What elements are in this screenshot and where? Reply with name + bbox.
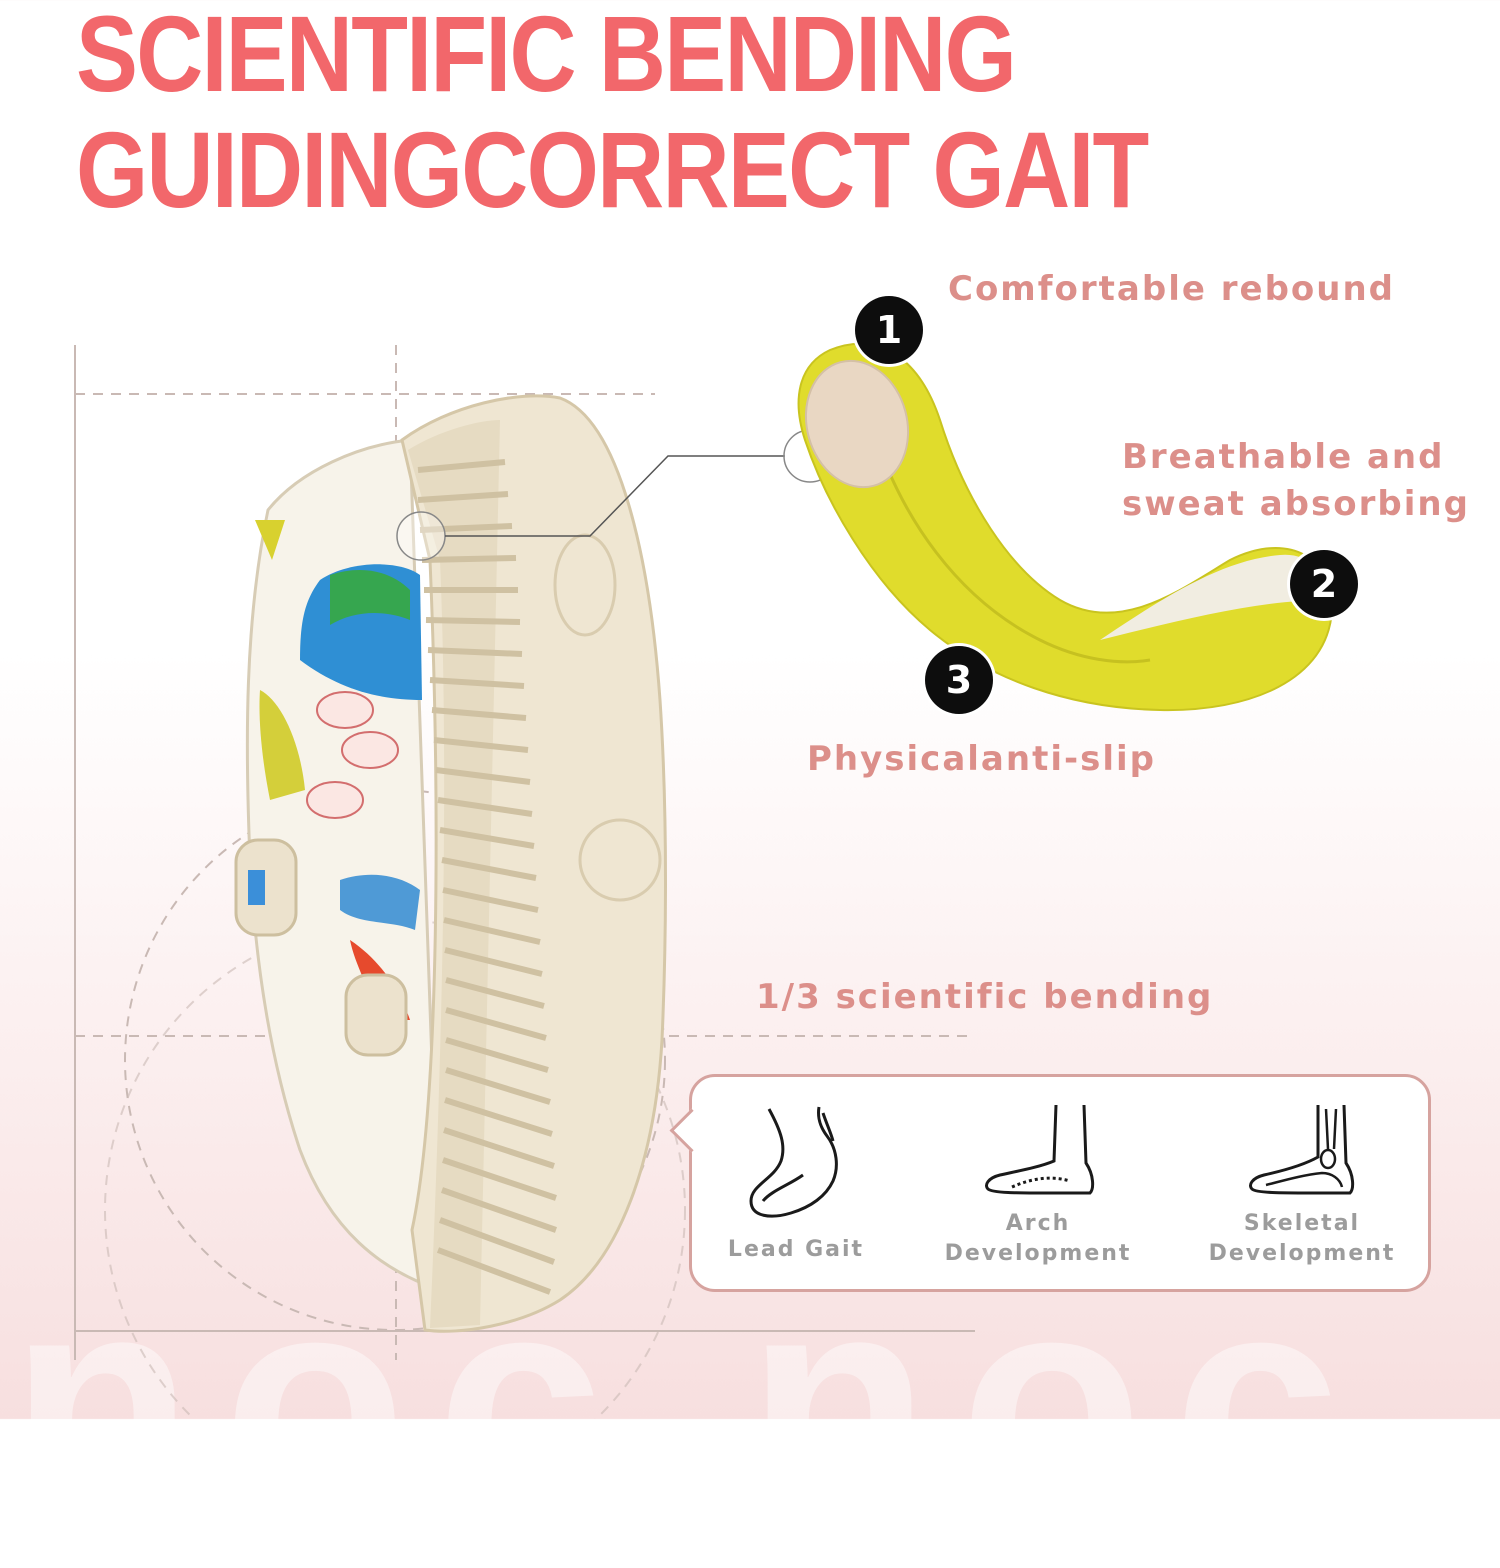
insole-illustration bbox=[797, 342, 1334, 712]
feature-label-rebound: Comfortable rebound bbox=[948, 269, 1396, 309]
headline-line-1: SCIENTIFIC BENDING bbox=[76, 0, 1017, 114]
benefit-skeletal-development: Skeletal Development bbox=[1182, 1101, 1422, 1269]
feature-label-breathable: Breathable and sweat absorbing bbox=[1122, 437, 1470, 524]
headline-line-2: GUIDINGCORRECT GAIT bbox=[76, 109, 1149, 230]
benefits-box: Lead Gait Arch Development Skeletal Deve… bbox=[669, 1074, 1431, 1292]
foot-side-icon bbox=[985, 1104, 1095, 1195]
benefit-arch-development: Arch Development bbox=[918, 1101, 1158, 1269]
benefit-label-skeletal-development: Skeletal Development bbox=[1208, 1211, 1396, 1266]
foot-arch-icon bbox=[749, 1106, 838, 1218]
shoe-illustration bbox=[74, 342, 1334, 1419]
benefit-label-arch-development: Arch Development bbox=[944, 1211, 1132, 1266]
benefit-label-lead-gait: Lead Gait bbox=[727, 1237, 865, 1262]
benefit-lead-gait: Lead Gait bbox=[676, 1101, 916, 1265]
feature-badge-2: 2 bbox=[1290, 550, 1358, 618]
feature-badge-3: 3 bbox=[925, 646, 993, 714]
feature-badge-1: 1 bbox=[855, 296, 923, 364]
foot-bones-icon bbox=[1249, 1104, 1355, 1195]
shoe-upper bbox=[234, 438, 442, 1293]
shoe-sole bbox=[400, 394, 667, 1333]
feature-label-anti-slip: Physicalanti-slip bbox=[807, 739, 1156, 779]
bending-caption: 1/3 scientific bending bbox=[756, 977, 1214, 1017]
